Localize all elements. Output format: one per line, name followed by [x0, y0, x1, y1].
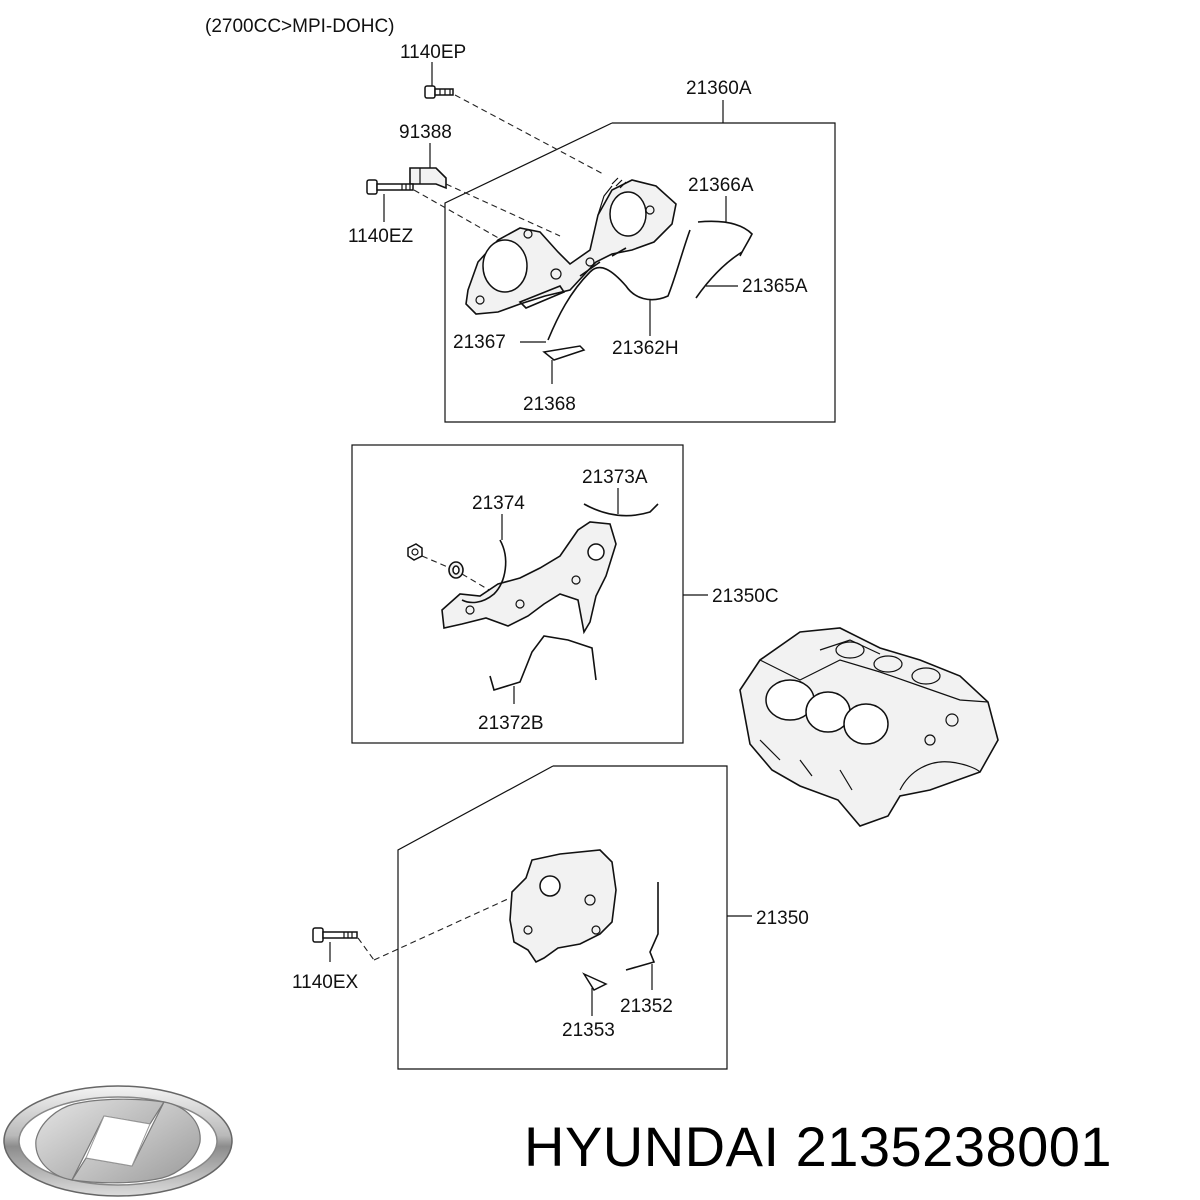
bolt-1140ex-icon: [312, 927, 358, 943]
label-1140EZ[interactable]: 1140EZ: [348, 226, 414, 247]
label-21374[interactable]: 21374: [472, 493, 525, 514]
seal-small-2-icon: [579, 247, 627, 277]
label-1140EX[interactable]: 1140EX: [292, 972, 359, 993]
engine-block-icon: [739, 627, 999, 827]
label-1140EP[interactable]: 1140EP: [400, 42, 466, 63]
label-21353[interactable]: 21353: [562, 1020, 615, 1041]
label-21373A[interactable]: 21373A: [582, 467, 648, 488]
frame-21350C: [351, 444, 684, 744]
label-21360A[interactable]: 21360A: [686, 78, 752, 99]
bolt-1140ep-icon: [424, 85, 454, 99]
brand-name: HYUNDAI: [524, 1115, 780, 1178]
part-number: 2135238001: [795, 1115, 1113, 1178]
gasket-21362h-icon: [547, 229, 691, 341]
timing-cover-21350c-icon: [441, 521, 617, 635]
nut-icon: [407, 543, 423, 561]
label-21362H[interactable]: 21362H: [612, 338, 679, 359]
label-21372B[interactable]: 21372B: [478, 713, 544, 734]
bolt-1140ez-icon: [366, 179, 414, 195]
label-21350[interactable]: 21350: [756, 908, 809, 929]
washer-icon: [448, 561, 464, 579]
seal-21366a-icon: [697, 220, 753, 257]
seal-21373a-icon: [583, 503, 659, 517]
label-21366A[interactable]: 21366A: [688, 175, 754, 196]
label-21367[interactable]: 21367: [453, 332, 506, 353]
seal-small-icon: [518, 285, 566, 309]
seal-21352-icon: [625, 882, 659, 971]
clip-21368-icon: [542, 345, 586, 361]
brand-part-title: HYUNDAI 2135238001: [524, 1112, 1194, 1182]
label-21365A[interactable]: 21365A: [742, 276, 808, 297]
frame-21360A: [444, 122, 836, 423]
upper-cover-group: 21360A 1140EP 91388 1140EZ: [348, 42, 836, 423]
label-21352[interactable]: 21352: [620, 996, 673, 1017]
clip-91388-icon: [409, 167, 447, 190]
engine-spec-label: (2700CC>MPI-DOHC): [205, 16, 395, 37]
upper-timing-cover-icon: [465, 177, 677, 315]
gasket-21374-icon: [461, 539, 507, 604]
hyundai-logo-icon: [3, 1085, 233, 1197]
frame-21350: [397, 765, 728, 1070]
clip-21353-icon: [582, 972, 608, 991]
label-21350C[interactable]: 21350C: [712, 586, 779, 607]
seal-21365a-icon: [695, 251, 743, 299]
label-21368[interactable]: 21368: [523, 394, 576, 415]
timing-cover-21350-icon: [509, 849, 617, 964]
lower-cover-group: 21350 1140EX 21352 21353: [292, 765, 809, 1070]
gasket-21372b-icon: [489, 635, 597, 692]
lower-cover-group-c: 21350C 21374 21373A 21372: [351, 444, 779, 744]
label-91388[interactable]: 91388: [399, 122, 452, 143]
